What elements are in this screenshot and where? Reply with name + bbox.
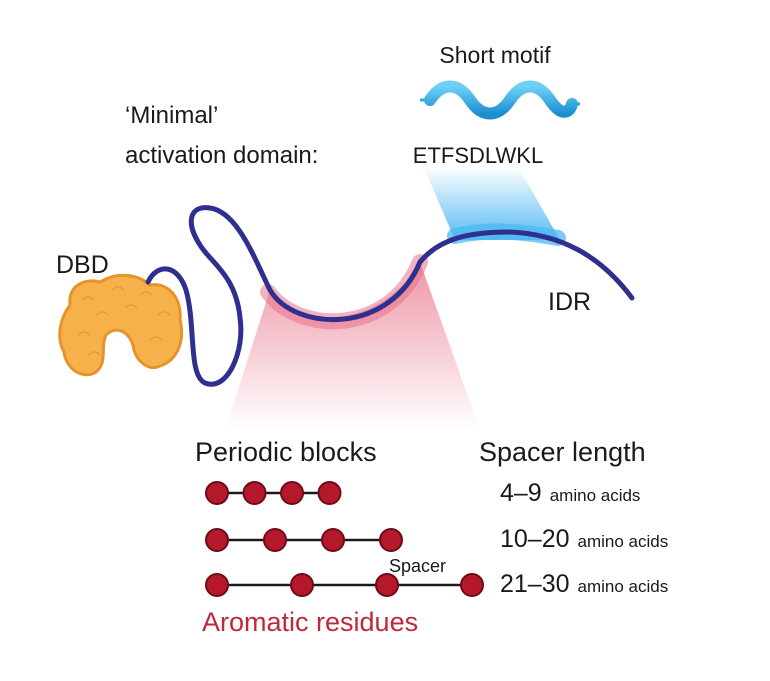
spacer-row-medium [205, 528, 403, 552]
spacer-range-value: 10–20 [500, 525, 570, 553]
short-motif-label: Short motif [439, 42, 551, 68]
aromatic-residue-bead [375, 573, 399, 597]
spacer-range-long: 21–30 amino acids [500, 570, 668, 598]
spacer-row-short [205, 481, 342, 505]
aromatic-residue-bead [205, 573, 229, 597]
dbd-texture [77, 286, 171, 356]
aromatic-residue-bead [317, 481, 342, 505]
aromatic-residue-bead [205, 528, 229, 552]
spacer-range-medium: 10–20 amino acids [500, 525, 668, 553]
motif-sequence: ETFSDLWKL [413, 143, 543, 168]
spacer-range-unit: amino acids [578, 577, 669, 596]
periodic-blocks-heading: Periodic blocks [195, 437, 377, 467]
periodic-region-highlight [225, 262, 480, 430]
aromatic-residue-bead [290, 573, 314, 597]
idr-label: IDR [548, 288, 591, 316]
motif-highlight-cone [425, 170, 560, 240]
minimal-label-line1: ‘Minimal’ [125, 102, 218, 129]
spacer-range-value: 21–30 [500, 570, 570, 598]
aromatic-residue-bead [280, 481, 304, 505]
dbd-domain [58, 273, 184, 377]
spacer-length-heading: Spacer length [479, 437, 646, 467]
spacer-range-value: 4–9 [500, 479, 542, 507]
aromatic-residue-bead [263, 528, 287, 552]
aromatic-residue-bead [460, 573, 484, 597]
spacer-range-unit: amino acids [550, 486, 641, 505]
aromatic-residue-bead [205, 481, 229, 505]
spacer-range-short: 4–9 amino acids [500, 479, 640, 507]
aromatic-residue-bead [321, 528, 345, 552]
spacer-row-long [205, 573, 484, 597]
idr-line [145, 205, 635, 387]
spacer-label: Spacer [389, 556, 446, 576]
spacer-range-unit: amino acids [578, 532, 669, 551]
aromatic-residue-bead [379, 528, 403, 552]
aromatic-residues-label: Aromatic residues [202, 607, 418, 637]
alpha-helix-icon [420, 80, 580, 120]
aromatic-residue-bead [242, 481, 267, 505]
dbd-label: DBD [56, 251, 109, 279]
minimal-label-line2: activation domain: [125, 142, 318, 169]
